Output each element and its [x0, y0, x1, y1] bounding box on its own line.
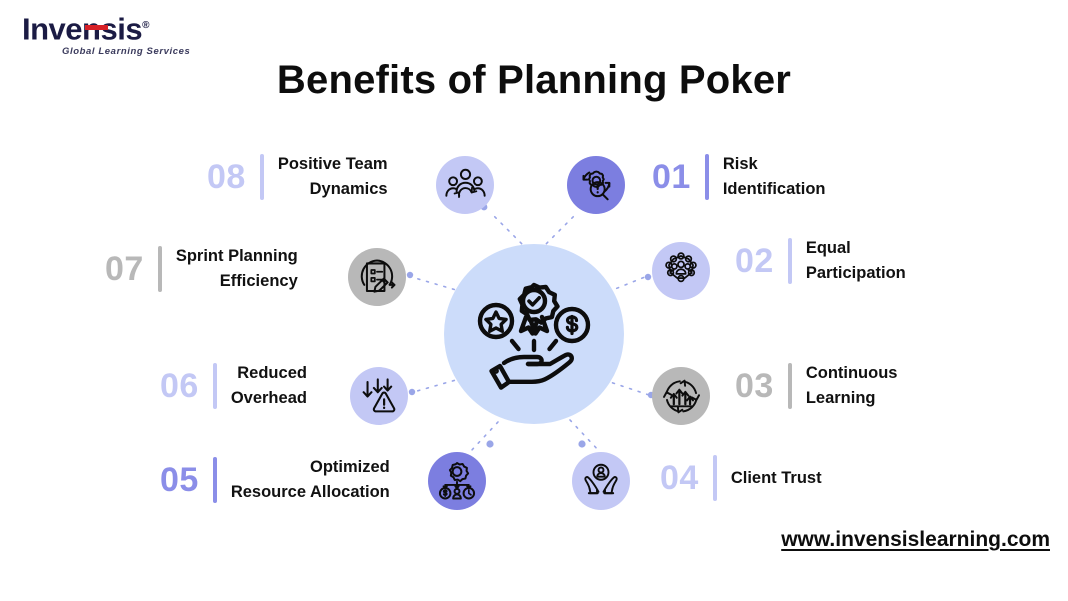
benefit-divider-07	[157, 246, 162, 292]
benefit-label-07: Sprint Planning Efficiency	[175, 247, 298, 290]
registered-mark-icon: ®	[142, 20, 149, 31]
benefit-label-01: Risk Identification	[722, 155, 826, 198]
checklist-pencil-cycle-icon	[360, 259, 396, 293]
benefit-label-03: Continuous Learning	[805, 364, 898, 407]
logo-tagline: Global Learning Services	[62, 46, 191, 58]
benefit-item-07[interactable]: 07 Sprint Planning Efficiency	[105, 244, 298, 294]
page-title: Benefits of Planning Poker	[276, 58, 792, 102]
people-network-icon	[665, 252, 697, 283]
benefit-icon-03[interactable]	[652, 367, 710, 425]
logo-word-part1: Inv	[22, 11, 66, 47]
benefit-item-05[interactable]: 05 Optimized Resource Allocation	[160, 455, 390, 505]
benefit-number-03: 03	[735, 367, 774, 405]
benefit-number-06: 06	[160, 367, 199, 405]
center-hub	[444, 244, 624, 424]
hands-holding-person-icon	[584, 463, 618, 495]
website-url-link[interactable]: www.invensislearning.com	[781, 528, 1050, 551]
benefit-divider-08	[259, 154, 264, 200]
benefit-divider-06	[212, 363, 217, 409]
benefit-label-06: Reduced Overhead	[230, 364, 307, 407]
growth-arrows-cycle-icon	[662, 379, 700, 413]
benefit-divider-01	[704, 154, 709, 200]
benefit-divider-04	[712, 455, 717, 501]
benefit-label-05: Optimized Resource Allocation	[230, 458, 390, 501]
benefit-divider-03	[787, 363, 792, 409]
resource-allocation-icon	[438, 462, 476, 500]
benefit-label-02: Equal Participation	[805, 239, 906, 282]
benefit-item-04[interactable]: 04 Client Trust	[660, 455, 822, 501]
benefit-icon-05[interactable]	[428, 452, 486, 510]
benefit-item-01[interactable]: 01 Risk Identification	[652, 152, 826, 202]
magnifier-alert-gear-icon	[582, 170, 611, 201]
team-refresh-icon	[444, 168, 486, 198]
benefit-icon-01[interactable]	[567, 156, 625, 214]
benefit-divider-05	[212, 457, 217, 503]
benefit-label-04: Client Trust	[730, 468, 822, 487]
benefit-item-08[interactable]: 08 Positive Team Dynamics	[207, 152, 388, 202]
benefit-item-02[interactable]: 02 Equal Participation	[735, 236, 906, 286]
invensis-logo: Invensis® Global Learning Services	[22, 10, 192, 58]
benefit-number-08: 08	[207, 158, 246, 196]
logo-wordmark: Invensis®	[22, 10, 192, 45]
logo-red-bar	[85, 25, 108, 30]
benefit-icon-02[interactable]	[652, 242, 710, 300]
benefit-item-03[interactable]: 03 Continuous Learning	[735, 361, 897, 411]
benefit-number-07: 07	[105, 250, 144, 288]
benefit-label-08: Positive Team Dynamics	[277, 155, 388, 198]
benefit-number-02: 02	[735, 242, 774, 280]
benefit-icon-08[interactable]	[436, 156, 494, 214]
benefit-divider-02	[787, 238, 792, 284]
benefit-number-01: 01	[652, 158, 691, 196]
down-arrows-warning-icon	[362, 377, 395, 412]
logo-word-e: e	[65, 11, 83, 47]
hand-holding-rewards-icon	[477, 282, 591, 390]
benefit-number-04: 04	[660, 459, 699, 497]
benefit-icon-07[interactable]	[348, 248, 406, 306]
benefit-icon-06[interactable]	[350, 367, 408, 425]
benefit-icon-04[interactable]	[572, 452, 630, 510]
benefit-item-06[interactable]: 06 Reduced Overhead	[160, 361, 307, 411]
benefit-number-05: 05	[160, 461, 199, 499]
